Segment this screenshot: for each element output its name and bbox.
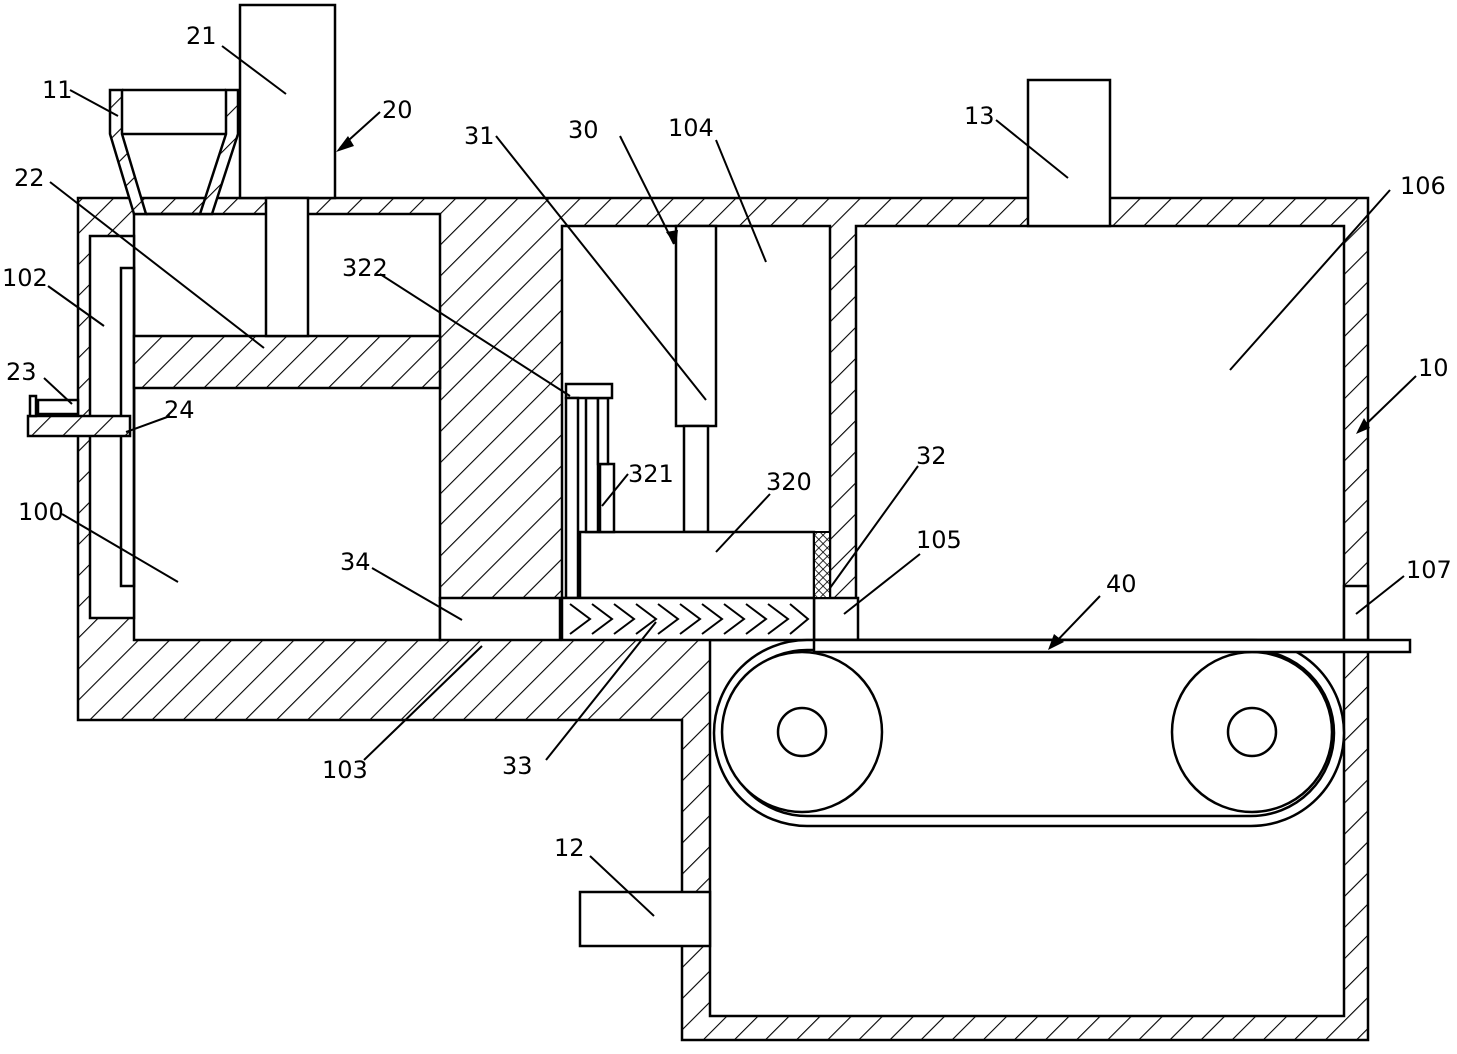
push-plate-320 bbox=[578, 530, 816, 600]
pulley-right-hub bbox=[1226, 706, 1278, 758]
label-100: 100 bbox=[18, 498, 64, 526]
label-102: 102 bbox=[2, 264, 48, 292]
arrow-10 bbox=[1356, 418, 1370, 434]
bracket-24 bbox=[26, 414, 132, 438]
arrow-30 bbox=[666, 230, 678, 246]
label-31: 31 bbox=[464, 122, 495, 150]
hopper-11-right-wall bbox=[198, 88, 240, 216]
seal-block bbox=[813, 531, 831, 599]
label-12: 12 bbox=[554, 834, 585, 862]
hopper-11 bbox=[108, 88, 148, 216]
outlet-pipe-13 bbox=[1026, 78, 1112, 228]
inlet-pipe-12 bbox=[578, 890, 712, 948]
leader-lines bbox=[43, 45, 1417, 917]
label-106: 106 bbox=[1400, 172, 1446, 200]
base-33-chevron-hatch bbox=[569, 603, 810, 635]
base-33 bbox=[560, 596, 816, 642]
guide-post-322 bbox=[564, 396, 580, 600]
label-23: 23 bbox=[6, 358, 37, 386]
belt-plate bbox=[812, 638, 1412, 654]
arrow-20 bbox=[336, 136, 354, 152]
pulley-left-hub bbox=[776, 706, 828, 758]
label-20: 20 bbox=[382, 96, 413, 124]
label-21: 21 bbox=[186, 22, 217, 50]
cylinder-21 bbox=[238, 3, 337, 200]
label-30: 30 bbox=[568, 116, 599, 144]
handle-23-tab bbox=[28, 394, 38, 418]
chamber-106 bbox=[854, 224, 1346, 642]
label-22: 22 bbox=[14, 164, 45, 192]
arrow-40 bbox=[1048, 634, 1064, 650]
rod-21 bbox=[264, 196, 310, 338]
guide-rail bbox=[584, 396, 600, 534]
label-321: 321 bbox=[628, 460, 674, 488]
cylinder-30 bbox=[674, 224, 718, 428]
label-32: 32 bbox=[916, 442, 947, 470]
rod-31 bbox=[682, 424, 710, 534]
guide-top-322 bbox=[564, 382, 614, 400]
label-10: 10 bbox=[1418, 354, 1449, 382]
guide-321 bbox=[598, 462, 616, 534]
label-107: 107 bbox=[1406, 556, 1452, 584]
label-33: 33 bbox=[502, 752, 533, 780]
label-24: 24 bbox=[164, 396, 195, 424]
label-11: 11 bbox=[42, 76, 73, 104]
label-320: 320 bbox=[766, 468, 812, 496]
label-322: 322 bbox=[342, 254, 388, 282]
handle-23 bbox=[36, 398, 80, 416]
opening-105 bbox=[812, 596, 860, 642]
partition-22 bbox=[132, 334, 442, 390]
label-104: 104 bbox=[668, 114, 714, 142]
guide-rail-inner bbox=[596, 396, 610, 466]
label-103: 103 bbox=[322, 756, 368, 784]
label-40: 40 bbox=[1106, 570, 1137, 598]
label-34: 34 bbox=[340, 548, 371, 576]
passage-34 bbox=[438, 596, 562, 642]
label-105: 105 bbox=[916, 526, 962, 554]
label-13: 13 bbox=[964, 102, 995, 130]
